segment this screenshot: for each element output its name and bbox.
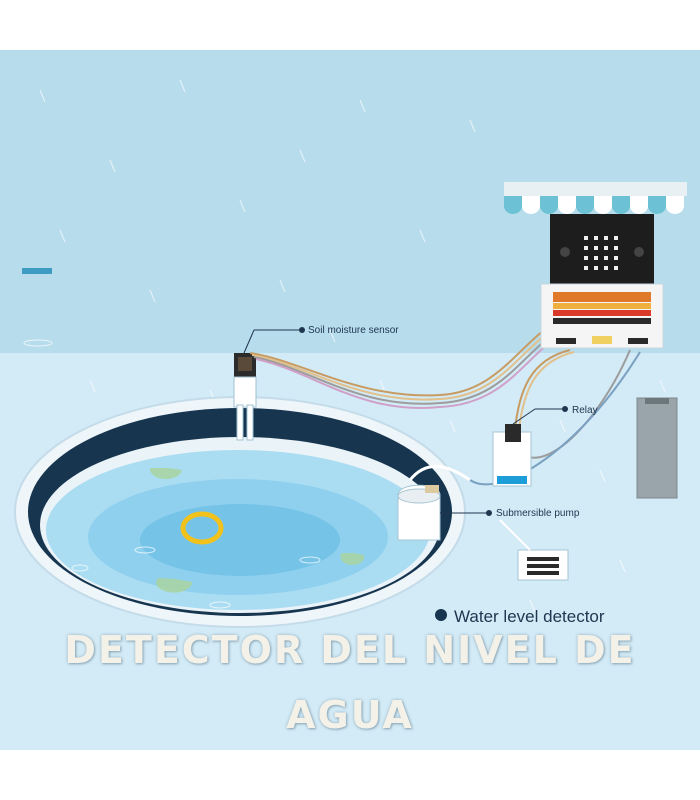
legend-water-level-detector: Water level detector: [435, 607, 605, 626]
relay-label: Relay: [572, 405, 598, 416]
soil-moisture-sensor: [233, 353, 257, 441]
submersible-pump-label: Submersible pump: [496, 508, 580, 519]
microbit-controller: [504, 182, 687, 349]
battery-pack: [636, 397, 678, 499]
title-line-2: AGUA: [286, 693, 414, 737]
label-submersible-pump: Submersible pump: [440, 508, 580, 519]
horizon-marker: [22, 268, 52, 274]
water-level-detector-device: [517, 549, 569, 581]
title-line-1: DETECTOR DEL NIVEL DE: [64, 628, 636, 672]
lily-pad: [340, 553, 365, 566]
soil-moisture-sensor-label: Soil moisture sensor: [308, 325, 399, 336]
cable-bundle: [249, 319, 641, 486]
lily-pad: [156, 578, 193, 593]
lily-pad: [149, 468, 182, 480]
ground-puddle: [23, 339, 53, 347]
water-level-detector-label: Water level detector: [454, 607, 605, 626]
pool: [14, 396, 466, 628]
relay: [492, 424, 532, 487]
ring-float: [180, 511, 224, 545]
label-soil-moisture-sensor: Soil moisture sensor: [243, 325, 399, 354]
submersible-pump: [397, 484, 441, 541]
label-relay: Relay: [512, 405, 598, 425]
